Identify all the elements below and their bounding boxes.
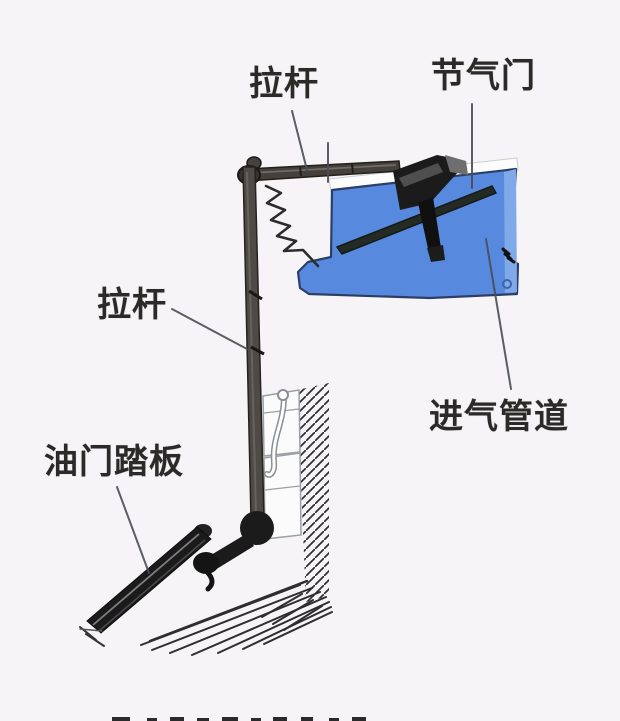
leader-pull-rod-lower <box>171 308 248 350</box>
pedal-pivot-blob <box>193 552 219 574</box>
ball-joint <box>240 511 274 545</box>
pedal-pivot-hook <box>205 570 215 592</box>
duct-right-light-strip <box>504 169 517 293</box>
throttle-lever-arm <box>418 197 441 253</box>
duct-edge-step-marks <box>501 247 516 264</box>
leader-pull-rod-upper <box>291 110 308 171</box>
return-spring <box>264 184 320 268</box>
cropped-caption-marks <box>112 717 366 721</box>
accelerator-pedal-shape <box>79 524 212 647</box>
vertical-pull-rod <box>242 166 265 520</box>
retainer-hook-wire <box>264 389 289 478</box>
throttle-bracket-stripe <box>399 163 443 187</box>
leader-intake-duct <box>485 238 512 390</box>
label-pull-rod-lower: 拉杆 <box>97 285 167 325</box>
label-throttle-valve: 节气门 <box>431 56 536 96</box>
duct-bolt-detail <box>502 279 512 289</box>
label-intake-duct: 进气管道 <box>429 397 569 437</box>
ball-joint-linkage <box>193 511 274 592</box>
throttle-valve-assembly <box>335 155 498 262</box>
wall-hatching <box>297 383 329 602</box>
throttle-plate <box>335 185 498 255</box>
throttle-bracket <box>393 155 459 210</box>
label-accelerator-pedal: 油门踏板 <box>44 442 184 482</box>
floor-hatching <box>140 579 333 656</box>
pedal-tip-lines <box>79 626 105 647</box>
throttle-bracket-endcap <box>445 155 468 175</box>
leader-accel-pedal <box>116 486 150 574</box>
wall-mount-bracket <box>262 389 302 540</box>
leader-lines <box>116 103 512 574</box>
throttle-lever-foot <box>427 245 445 262</box>
label-pull-rod-upper: 拉杆 <box>249 64 319 104</box>
